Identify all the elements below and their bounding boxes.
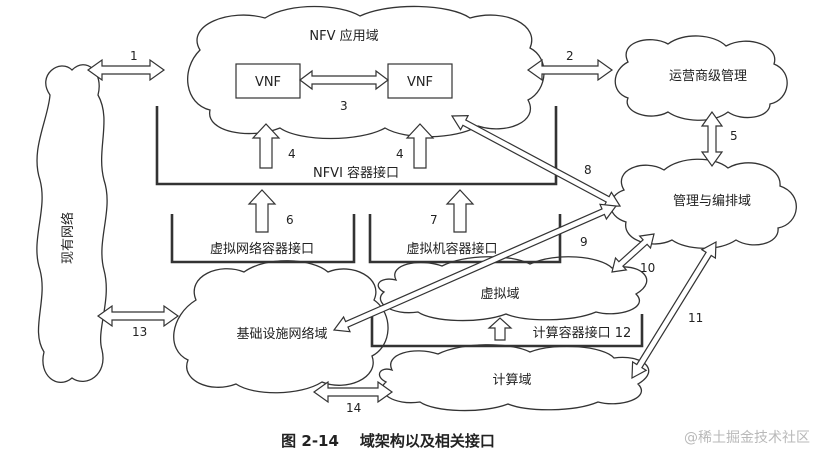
- interface-3-arrow: [299, 69, 389, 91]
- interface-8-arrow: [450, 114, 622, 208]
- interface-5-arrow: [700, 110, 724, 168]
- interface-4b-arrow: [405, 123, 435, 169]
- interface-1-label: 1: [130, 49, 138, 63]
- interface-4a-arrow: [251, 123, 281, 169]
- interface-3-label: 3: [340, 99, 348, 113]
- interface-9-arrow: [332, 203, 618, 333]
- virtual-machine-container-if-label: 虚拟机容器接口: [406, 241, 497, 257]
- virtual-machine-container-if-bracket: [368, 214, 562, 264]
- virtual-net-container-if-label: 虚拟网络容器接口: [210, 241, 314, 257]
- compute-container-if-label: 计算容器接口 12: [533, 325, 632, 341]
- interface-4b-label: 4: [396, 147, 404, 161]
- nfvi-container-if-bracket: [155, 106, 558, 186]
- interface-5-label: 5: [730, 129, 738, 143]
- vnf-left-label: VNF: [255, 75, 281, 90]
- virtual-domain-cloud: [377, 256, 648, 322]
- interface-6-label: 6: [286, 213, 294, 227]
- operator-mgmt-cloud: [614, 35, 788, 121]
- interface-14-label: 14: [346, 401, 361, 415]
- compute-container-if-bracket: [370, 310, 644, 348]
- interface-7-arrow: [445, 189, 475, 233]
- nfv-app-domain-label: NFV 应用域: [309, 28, 378, 44]
- interface-13-arrow: [96, 304, 180, 328]
- vnf-left-box: [235, 63, 301, 99]
- vnf-right-label: VNF: [407, 75, 433, 90]
- interface-10-label: 10: [640, 261, 655, 275]
- interface-1-arrow: [86, 58, 166, 82]
- interface-13-label: 13: [132, 325, 147, 339]
- interface-12-arrow: [487, 317, 513, 341]
- virtual-net-container-if-bracket: [170, 214, 356, 264]
- interface-8-label: 8: [584, 163, 592, 177]
- existing-network-cloud: [36, 64, 108, 383]
- interface-10-arrow: [611, 233, 655, 273]
- mano-domain-cloud: [610, 158, 797, 249]
- nfvi-container-if-label: NFVI 容器接口: [313, 165, 399, 181]
- interface-7-label: 7: [430, 213, 438, 227]
- vnf-right-box: [387, 63, 453, 99]
- virtual-domain-label: 虚拟域: [480, 287, 519, 302]
- existing-network-label: 现有网络: [60, 212, 76, 264]
- interface-2-arrow: [526, 58, 614, 82]
- interface-2-label: 2: [566, 49, 574, 63]
- infra-network-domain-label: 基础设施网络域: [236, 326, 327, 342]
- interface-11-arrow: [631, 240, 717, 380]
- mano-domain-label: 管理与编排域: [673, 194, 751, 209]
- compute-domain-label: 计算域: [492, 373, 531, 388]
- watermark: @稀土掘金技术社区: [684, 430, 810, 446]
- interface-9-label: 9: [580, 235, 588, 249]
- operator-mgmt-label: 运营商级管理: [669, 69, 747, 84]
- figure-caption: 图 2-14 域架构以及相关接口: [281, 432, 495, 450]
- interface-14-arrow: [312, 380, 394, 404]
- nfv-app-domain-cloud: [187, 5, 545, 140]
- interface-6-arrow: [247, 189, 277, 233]
- interface-4a-label: 4: [288, 147, 296, 161]
- interface-11-label: 11: [688, 311, 703, 325]
